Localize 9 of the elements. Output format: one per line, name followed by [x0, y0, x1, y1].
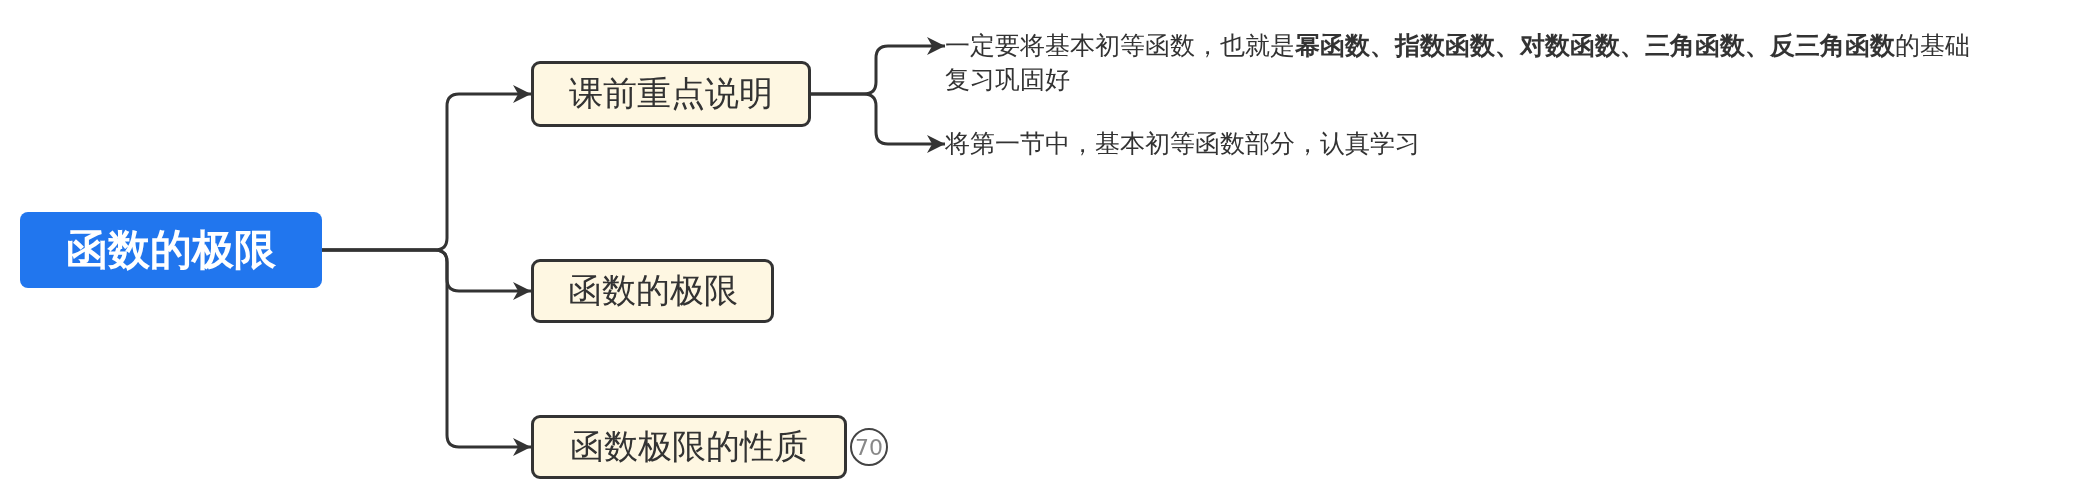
central-topic-box: 函数的极限 — [20, 212, 322, 288]
topic-box: 函数极限的性质 — [531, 415, 847, 479]
note-text: 将第一节中，基本初等函数部分，认真学习 — [945, 127, 1505, 161]
topic-box: 函数的极限 — [531, 259, 774, 323]
topic-box: 课前重点说明 — [531, 61, 811, 127]
connector-arrow — [811, 92, 945, 153]
note-text: 一定要将基本初等函数，也就是幂函数、指数函数、对数函数、三角函数、反三角函数的基础复习巩固好 — [945, 29, 1975, 97]
count-badge: 70 — [850, 428, 888, 466]
connector-arrow — [322, 248, 531, 456]
